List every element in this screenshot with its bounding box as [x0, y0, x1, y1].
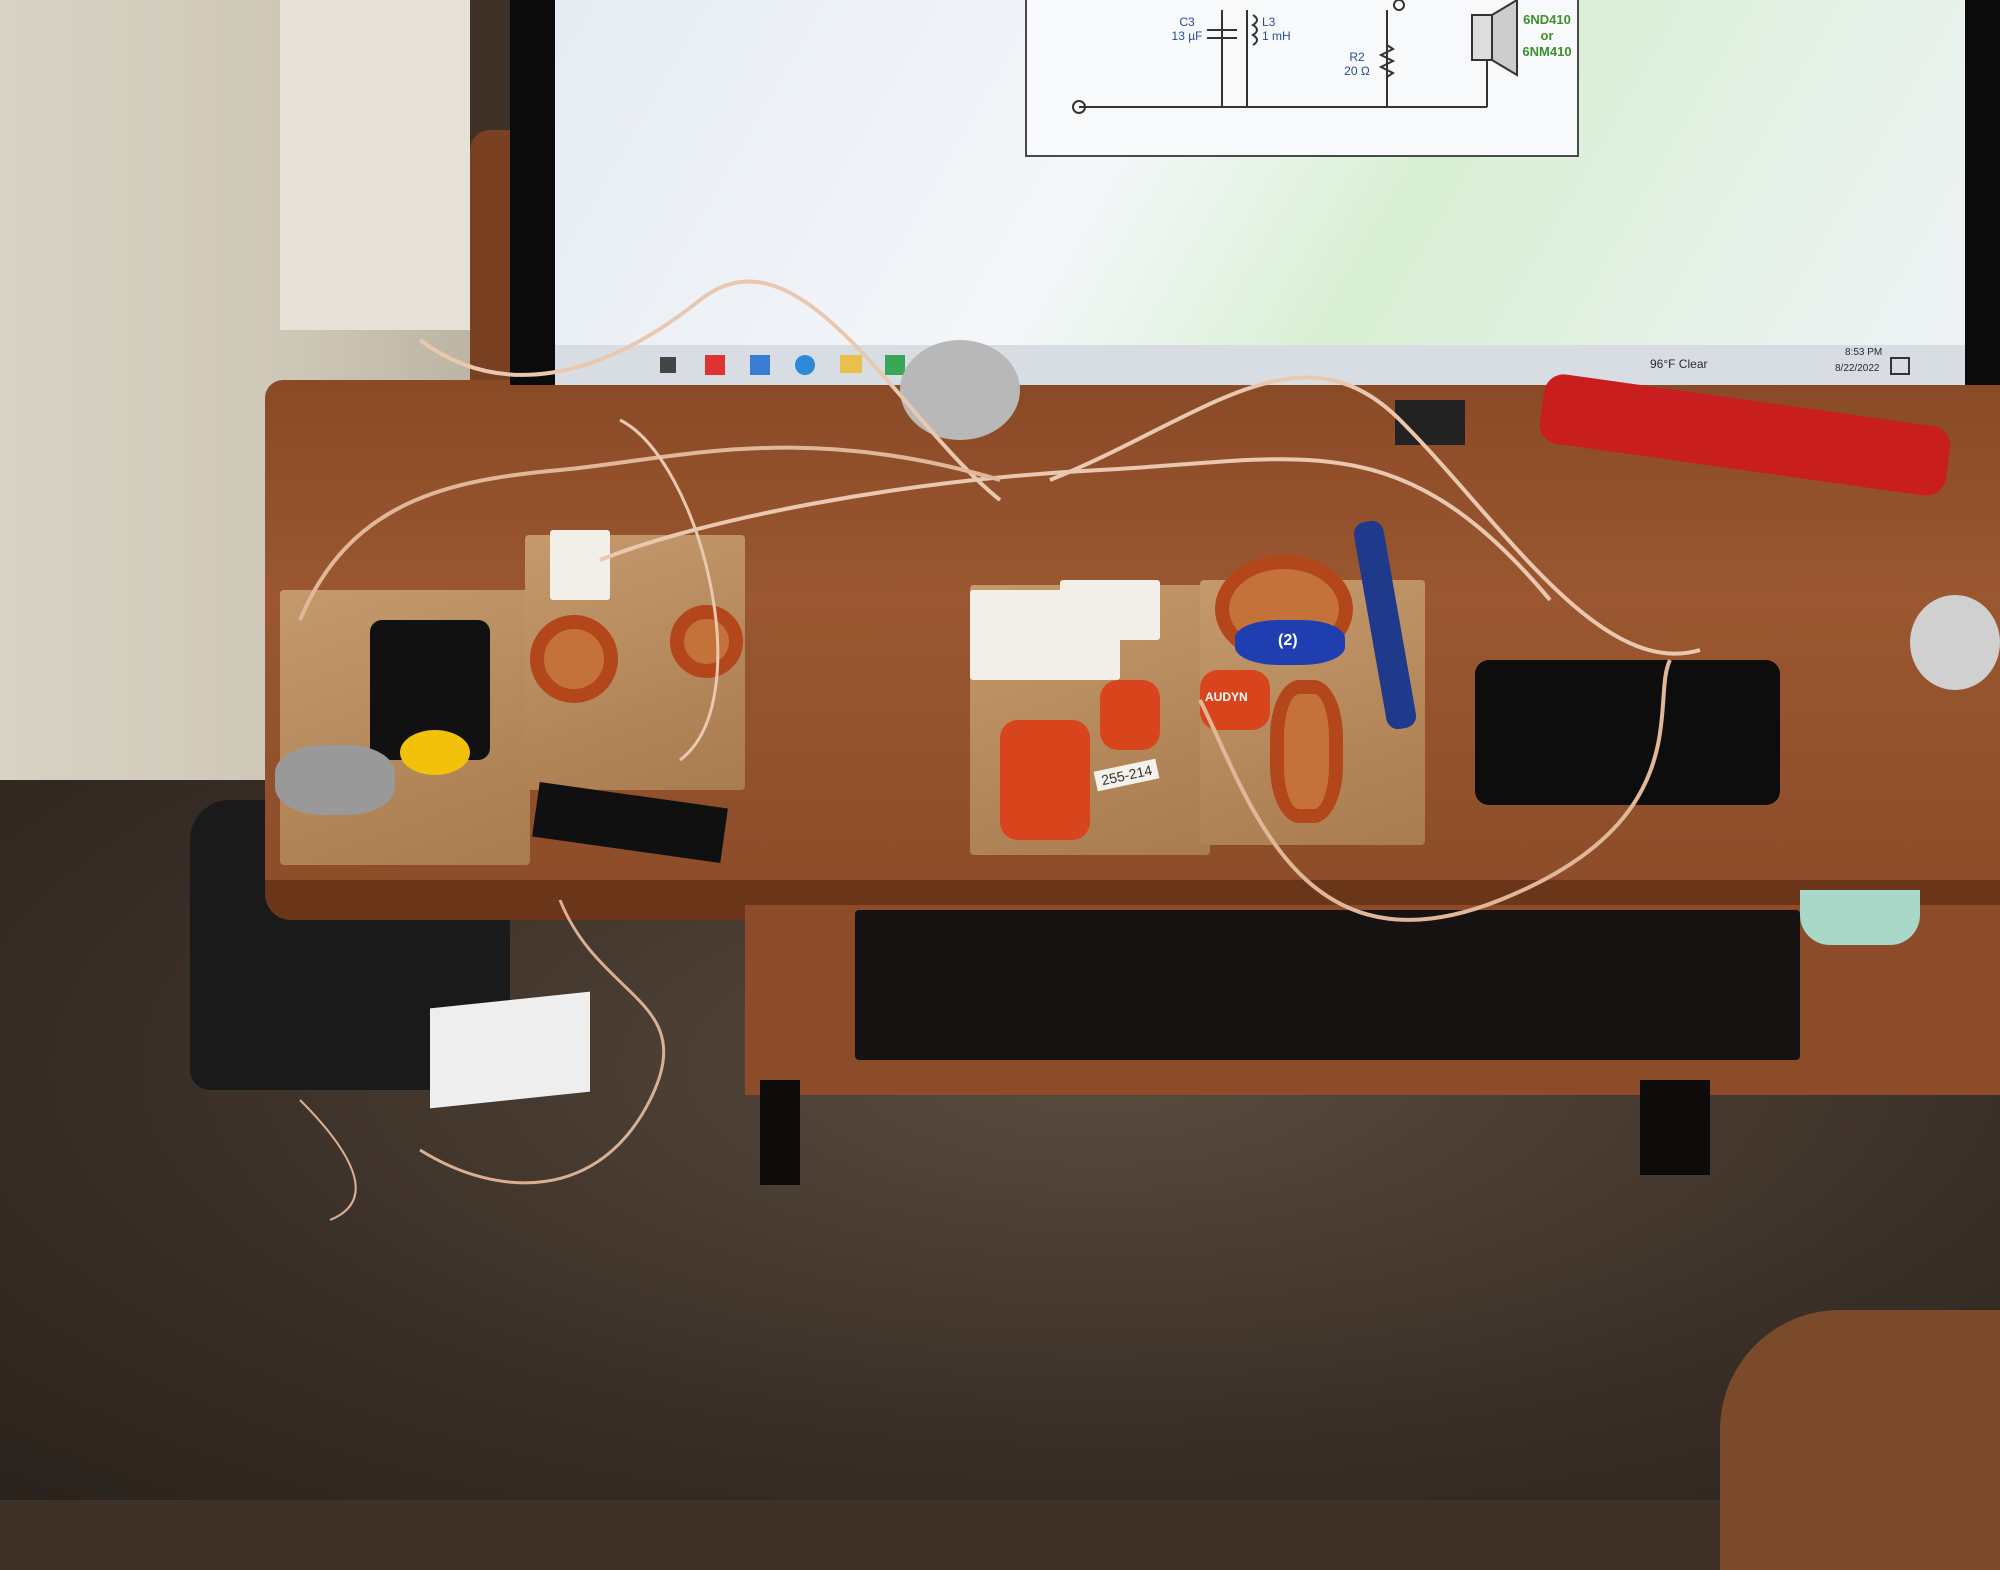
clock-time[interactable]: 8:53 PM	[1845, 347, 1883, 358]
schematic-wires	[1072, 0, 1518, 114]
mint-cup	[1800, 890, 1920, 945]
cap-brand-label: AUDYN	[1205, 690, 1248, 704]
film-cap-red-1	[1000, 720, 1090, 840]
driver-or: or	[1540, 28, 1554, 43]
app-icon-edge[interactable]	[795, 355, 815, 375]
toggle-switch	[1395, 400, 1465, 445]
windows-taskbar: 96°F Clear 8:53 PM 8/22/2022	[555, 345, 1965, 385]
blue-tape-label	[1235, 620, 1345, 665]
app-icon-green[interactable]	[885, 355, 905, 375]
blue-tape-label-text: (2)	[1278, 632, 1298, 649]
desk-leg-left	[760, 1080, 800, 1185]
c3-name: C3	[1179, 15, 1195, 29]
speaker-wires	[298, 279, 1701, 1221]
woofer-magnet	[900, 340, 1020, 440]
weather-text[interactable]: 96°F Clear	[1650, 357, 1708, 371]
app-icon-folder[interactable]	[840, 355, 862, 373]
solder-spool	[1910, 595, 2000, 690]
keyboard-tray	[855, 910, 1800, 1060]
crossover-schematic: C3 13 µF L3 1 mH R2 20 Ω 6ND410 or 6NM41…	[1025, 0, 1579, 157]
r2-name: R2	[1349, 50, 1365, 64]
door-frame	[280, 0, 470, 330]
speaker-terminal-plate	[1475, 660, 1780, 805]
film-cap-white-1	[550, 530, 610, 600]
driver-model-2: 6NM410	[1522, 44, 1572, 59]
l3-name: L3	[1262, 15, 1276, 29]
driver-model-1: 6ND410	[1523, 12, 1571, 27]
app-icon-red[interactable]	[705, 355, 725, 375]
notification-icon[interactable]	[1890, 357, 1910, 375]
tweeter-left	[275, 745, 395, 815]
l3-value: 1 mH	[1262, 29, 1291, 43]
c3-value: 13 µF	[1171, 29, 1203, 43]
r2-value: 20 Ω	[1344, 64, 1370, 78]
clock-date[interactable]: 8/22/2022	[1835, 363, 1880, 374]
desk-leg-right	[1640, 1080, 1710, 1175]
start-icon[interactable]	[660, 357, 676, 373]
app-icon-photos[interactable]	[750, 355, 770, 375]
film-cap-red-2	[1100, 680, 1160, 750]
film-cap-white-3	[1060, 580, 1160, 640]
cap-yellow-end	[400, 730, 470, 775]
inductor-coil-4	[1270, 680, 1343, 823]
